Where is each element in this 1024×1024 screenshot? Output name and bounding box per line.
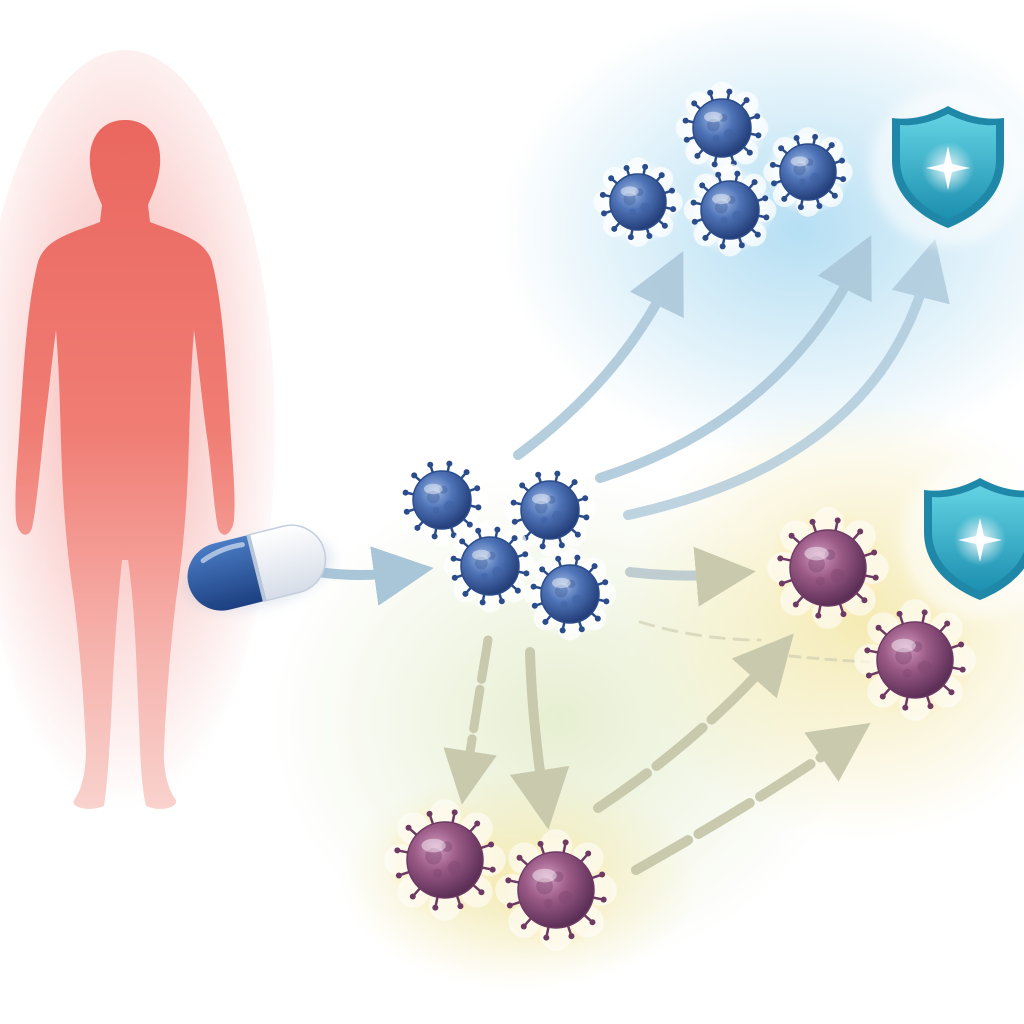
treated-cell-1 <box>395 453 489 547</box>
capsule-icon <box>185 524 335 612</box>
cluster-cell-4 <box>683 163 777 257</box>
infected-cell-right-1 <box>767 507 889 629</box>
cells-layer <box>384 81 976 951</box>
treated-cell-4 <box>523 547 617 641</box>
arrow-to-infected-right <box>625 546 756 607</box>
cluster-cell-2 <box>763 127 853 217</box>
cluster-cell-3 <box>593 157 683 247</box>
arrow-to-shield-1 <box>595 235 872 483</box>
faint-dashed-link <box>638 620 762 642</box>
arrow-to-shield-2 <box>623 238 950 520</box>
shield-icon <box>902 462 1024 618</box>
treated-cell-3 <box>443 519 537 613</box>
arrows <box>313 235 950 875</box>
arrow-bottom-to-right-2 <box>631 722 871 875</box>
infected-cell-bottom-1 <box>384 799 506 921</box>
human-silhouette-icon <box>0 50 275 810</box>
arrow-capsule-to-cells <box>313 546 434 606</box>
arrow-to-cluster <box>513 251 684 460</box>
infected-cell-bottom-2 <box>495 829 617 951</box>
arrow-down-left <box>443 635 497 805</box>
infected-cell-right-2 <box>854 599 976 721</box>
treated-cell-2 <box>503 463 597 557</box>
arrow-down-right <box>509 647 570 830</box>
cluster-cell-1 <box>675 81 769 175</box>
shield-icon <box>870 90 1024 246</box>
arrow-bottom-to-right-1 <box>593 633 794 813</box>
